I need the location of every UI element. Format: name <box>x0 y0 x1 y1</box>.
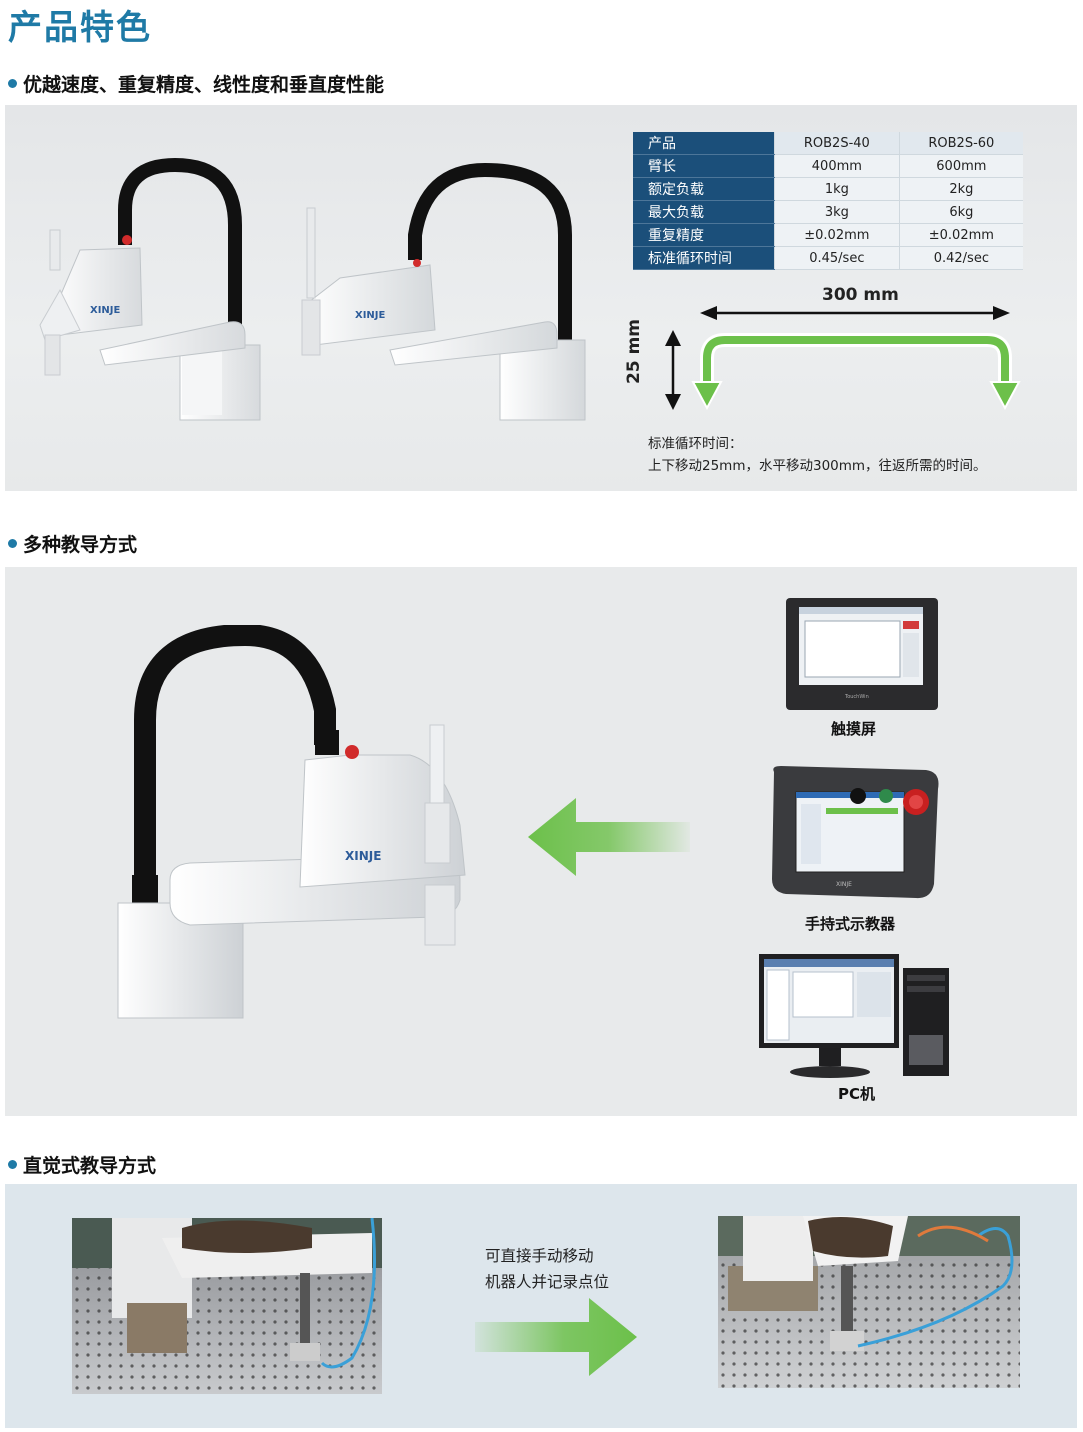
table-row: 标准循环时间 0.45/sec 0.42/sec <box>633 246 1023 270</box>
section-heading-text: 优越速度、重复精度、线性度和垂直度性能 <box>23 74 385 96</box>
svg-text:TouchWin: TouchWin <box>844 694 869 700</box>
table-header-cell: 产品 <box>633 132 775 155</box>
brand-logo: XINJE <box>345 849 381 863</box>
vertical-distance-label: 25 mm <box>624 318 644 384</box>
table-row: 重复精度 ±0.02mm ±0.02mm <box>633 223 1023 247</box>
table-cell: 400mm <box>774 154 900 178</box>
touch-screen-image: TouchWin <box>786 598 938 710</box>
brand-logo: XINJE <box>90 305 121 316</box>
table-cell: 6kg <box>898 200 1023 224</box>
table-cell: 1kg <box>774 177 900 201</box>
scara-robot-large-image: XINJE <box>117 625 466 1019</box>
table-row-label: 标准循环时间 <box>633 246 775 270</box>
cycle-path-arrow <box>703 336 1009 388</box>
table-header-cell: ROB2S-60 <box>898 132 1023 155</box>
bullet-icon <box>8 79 17 88</box>
section-heading-text: 直觉式教导方式 <box>23 1155 157 1177</box>
pc-caption: PC机 <box>838 1085 876 1103</box>
table-row: 最大负载 3kg 6kg <box>633 200 1023 224</box>
section-heading-teaching-methods: 多种教导方式 <box>8 530 137 557</box>
teach-pendant-image: XINJE <box>772 766 939 899</box>
brand-logo: XINJE <box>355 310 386 321</box>
table-row-label: 重复精度 <box>633 223 775 247</box>
cycle-note-desc: 上下移动25mm，水平移动300mm，往返所需的时间。 <box>648 458 987 474</box>
intuitive-desc-line2: 机器人并记录点位 <box>485 1273 610 1291</box>
teach-pendant-caption: 手持式示教器 <box>805 915 896 933</box>
pc-image <box>759 954 949 1078</box>
hand-guiding-photo-1 <box>72 1218 382 1394</box>
cycle-path-diagram <box>665 306 1021 411</box>
svg-text:XINJE: XINJE <box>836 881 852 888</box>
green-left-arrow-icon <box>528 798 690 876</box>
cycle-note-title: 标准循环时间： <box>648 436 743 452</box>
table-cell: ±0.02mm <box>774 223 900 247</box>
spec-table: 产品 ROB2S-40 ROB2S-60 臂长 400mm 600mm 额定负载… <box>633 132 1023 270</box>
table-cell: ±0.02mm <box>898 223 1023 247</box>
bullet-icon <box>8 539 17 548</box>
table-row: 额定负载 1kg 2kg <box>633 177 1023 201</box>
touch-screen-caption: 触摸屏 <box>831 720 877 738</box>
green-right-arrow-icon <box>475 1298 637 1376</box>
table-header-cell: ROB2S-40 <box>774 132 900 155</box>
bullet-icon <box>8 1160 17 1169</box>
table-row-label: 最大负载 <box>633 200 775 224</box>
scara-robot-image-2: XINJE <box>301 162 586 421</box>
horizontal-distance-label: 300 mm <box>822 285 899 305</box>
table-row: 产品 ROB2S-40 ROB2S-60 <box>633 132 1023 155</box>
section-heading-performance: 优越速度、重复精度、线性度和垂直度性能 <box>8 70 384 97</box>
table-cell: 600mm <box>898 154 1023 178</box>
table-cell: 0.42/sec <box>898 246 1023 270</box>
scara-robot-image-1: XINJE <box>39 157 261 421</box>
table-cell: 0.45/sec <box>774 246 900 270</box>
section-heading-text: 多种教导方式 <box>23 534 138 556</box>
section-heading-intuitive-teaching: 直觉式教导方式 <box>8 1151 156 1178</box>
table-row-label: 额定负载 <box>633 177 775 201</box>
table-row-label: 臂长 <box>633 154 775 178</box>
hand-guiding-photo-2 <box>718 1216 1020 1388</box>
intuitive-desc-line1: 可直接手动移动 <box>485 1247 594 1265</box>
table-cell: 2kg <box>898 177 1023 201</box>
table-row: 臂长 400mm 600mm <box>633 154 1023 178</box>
page-title: 产品特色 <box>8 8 152 48</box>
table-cell: 3kg <box>774 200 900 224</box>
